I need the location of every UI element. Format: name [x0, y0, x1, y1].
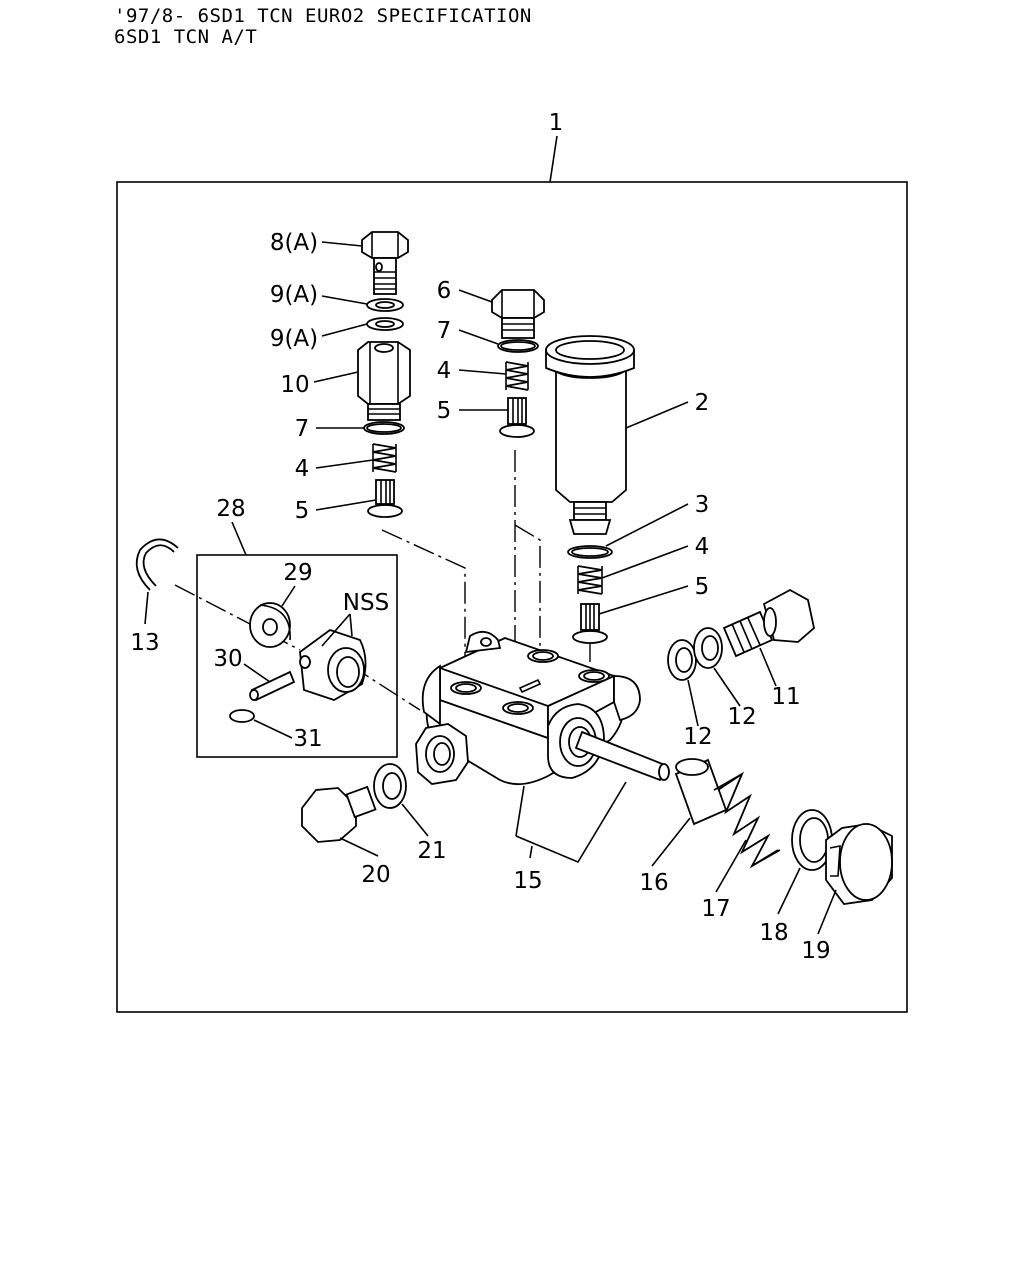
part-12-washer-b[interactable]	[693, 627, 723, 669]
part-4-spring-left[interactable]	[372, 443, 397, 473]
callout-4-right: 4	[695, 534, 710, 560]
part-10-adaptor[interactable]	[357, 341, 411, 421]
callout-nss: NSS	[343, 590, 389, 616]
part-5-valve-middle[interactable]	[499, 397, 535, 438]
header-spec-line: '97/8- 6SD1 TCN EURO2 SPECIFICATION	[114, 5, 532, 27]
part-20-bolt[interactable]	[301, 785, 377, 843]
part-7-oring-middle[interactable]	[497, 339, 539, 353]
part-15-pump-body[interactable]	[415, 630, 670, 786]
callout-31: 31	[293, 726, 322, 752]
callout-12-left: 12	[683, 724, 712, 750]
callout-5-middle: 5	[437, 398, 452, 424]
leader-lines	[144, 135, 837, 935]
drawing-header: '97/8- 6SD1 TCN EURO2 SPECIFICATION 6SD1…	[114, 6, 532, 48]
callout-16: 16	[639, 870, 668, 896]
part-4-spring-middle[interactable]	[505, 361, 529, 391]
callout-13: 13	[130, 630, 159, 656]
part-21-washer[interactable]	[373, 763, 407, 809]
callout-7-middle: 7	[437, 318, 452, 344]
callout-10: 10	[280, 372, 309, 398]
callout-9a-lower: 9(A)	[270, 326, 318, 352]
part-5-valve-right[interactable]	[572, 603, 608, 644]
callout-15: 15	[513, 868, 542, 894]
part-nss-tappet[interactable]	[299, 628, 367, 701]
part-19-cap-nut[interactable]	[825, 823, 893, 905]
callout-1: 1	[549, 110, 564, 136]
callout-17: 17	[701, 896, 730, 922]
callout-7-left: 7	[295, 416, 310, 442]
part-8a-banjo-bolt[interactable]	[361, 231, 409, 295]
callout-21: 21	[417, 838, 446, 864]
callout-11: 11	[771, 684, 800, 710]
callout-28: 28	[216, 496, 245, 522]
part-4-spring-right[interactable]	[577, 565, 603, 595]
part-3-oring-right[interactable]	[567, 545, 613, 559]
callout-12-right: 12	[727, 704, 756, 730]
part-13-snap-ring[interactable]	[135, 538, 179, 591]
callout-20: 20	[361, 862, 390, 888]
assembly-frame	[116, 181, 908, 1013]
callout-9a-upper: 9(A)	[270, 282, 318, 308]
callout-8a: 8(A)	[270, 230, 318, 256]
part-11-eye-bolt[interactable]	[722, 588, 815, 658]
part-7-oring-left[interactable]	[363, 421, 405, 435]
part-16-sleeve[interactable]	[674, 758, 728, 826]
callout-2: 2	[695, 390, 710, 416]
callout-5-left: 5	[295, 498, 310, 524]
header-model-line: 6SD1 TCN A/T	[114, 26, 258, 48]
callout-4-middle: 4	[437, 358, 452, 384]
part-2-priming-pump[interactable]	[545, 335, 635, 535]
part-30-pin[interactable]	[249, 670, 296, 702]
part-5-valve-left[interactable]	[367, 479, 403, 518]
part-31-roller[interactable]	[229, 709, 255, 723]
part-18-gasket[interactable]	[791, 809, 833, 871]
callout-5-right: 5	[695, 574, 710, 600]
callout-labels: 1 2 3 4 4 4 5 5 5 6 7 7 8(A) 9(A) 9(A) 1…	[130, 110, 830, 964]
callout-6: 6	[437, 278, 452, 304]
callout-30: 30	[213, 646, 242, 672]
part-12-washer-a[interactable]	[667, 639, 697, 681]
callout-18: 18	[759, 920, 788, 946]
callout-3: 3	[695, 492, 710, 518]
callout-19: 19	[801, 938, 830, 964]
part-29-washer[interactable]	[249, 602, 291, 648]
part-9a-washers[interactable]	[366, 298, 404, 331]
part-6-plug[interactable]	[491, 289, 545, 339]
callout-29: 29	[283, 560, 312, 586]
part-17-spring[interactable]	[713, 771, 781, 869]
callout-4-left: 4	[295, 456, 310, 482]
subassembly-28-frame	[196, 554, 398, 758]
